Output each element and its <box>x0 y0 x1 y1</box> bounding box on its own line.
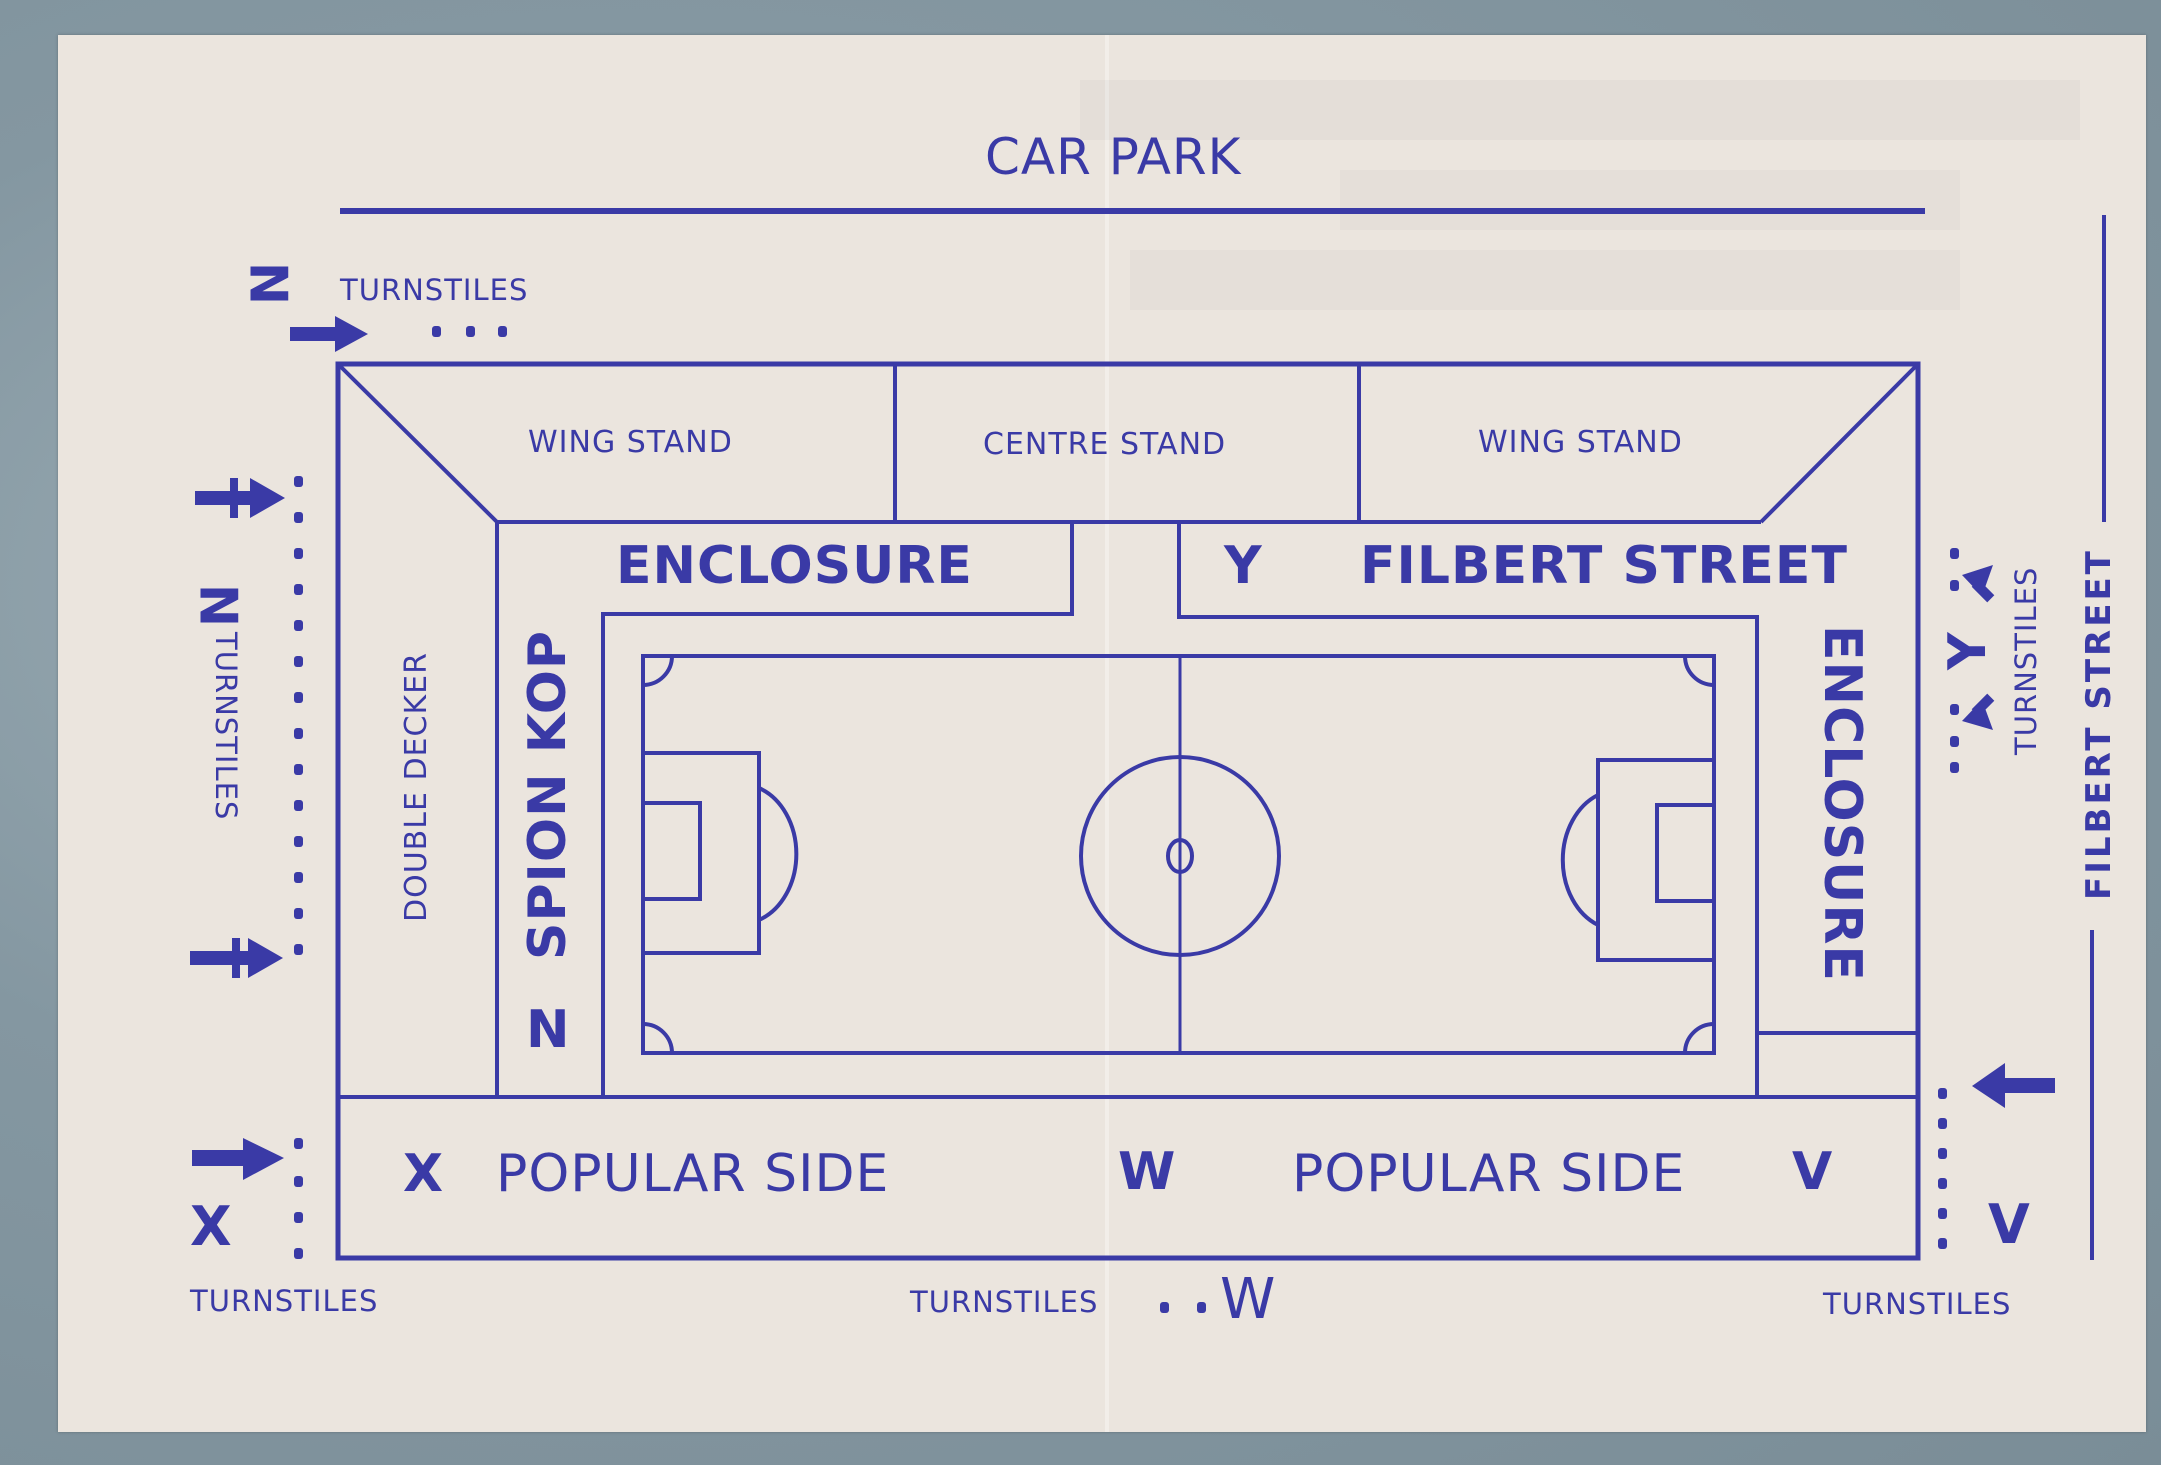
centre-stand-label: CENTRE STAND <box>983 427 1227 462</box>
entry-arrows <box>190 316 2055 1180</box>
enclosure-right-label: ENCLOSURE <box>1812 625 1872 982</box>
turnstiles-label-right: TURNSTILES <box>2009 566 2043 755</box>
filbert-street-road-label: FILBERT STREET <box>2079 548 2119 900</box>
enclosure-left-label: ENCLOSURE <box>616 536 973 596</box>
turnstiles-label-top-left: TURNSTILES <box>340 273 529 307</box>
section-letter-y: Y <box>1224 536 1263 596</box>
popular-side-left-label: POPULAR SIDE <box>496 1144 890 1204</box>
section-letter-w: W <box>1118 1142 1177 1202</box>
car-park-label: CAR PARK <box>985 128 1242 186</box>
turnstiles-label-left: TURNSTILES <box>209 632 243 821</box>
turnstile-letter-n-left: N <box>187 583 248 629</box>
turnstiles-label-bottom-centre: TURNSTILES <box>910 1285 1099 1319</box>
wing-stand-left-label: WING STAND <box>528 425 733 460</box>
filbert-street-stand-label: FILBERT STREET <box>1360 536 1848 596</box>
turnstiles-label-bottom-left: TURNSTILES <box>190 1284 379 1318</box>
turnstile-letter-n-top: N <box>237 261 298 307</box>
section-letter-x: X <box>403 1144 445 1204</box>
turnstile-letter-v: V <box>1988 1193 2031 1256</box>
section-letter-v: V <box>1792 1142 1834 1202</box>
turnstile-letter-y-right: Y <box>1938 631 1998 670</box>
turnstile-letter-x: X <box>190 1195 233 1258</box>
turnstile-letter-w: W <box>1220 1267 1277 1332</box>
spion-kop-label: SPION KOP <box>518 629 578 960</box>
ticket-paper <box>58 35 2146 1432</box>
turnstiles-label-bottom-right: TURNSTILES <box>1823 1287 2012 1321</box>
wing-stand-right-label: WING STAND <box>1478 425 1683 460</box>
fold-crease <box>1105 35 1109 1432</box>
double-decker-label: DOUBLE DECKER <box>399 652 434 922</box>
popular-side-right-label: POPULAR SIDE <box>1292 1144 1686 1204</box>
section-letter-n: N <box>526 1000 571 1060</box>
